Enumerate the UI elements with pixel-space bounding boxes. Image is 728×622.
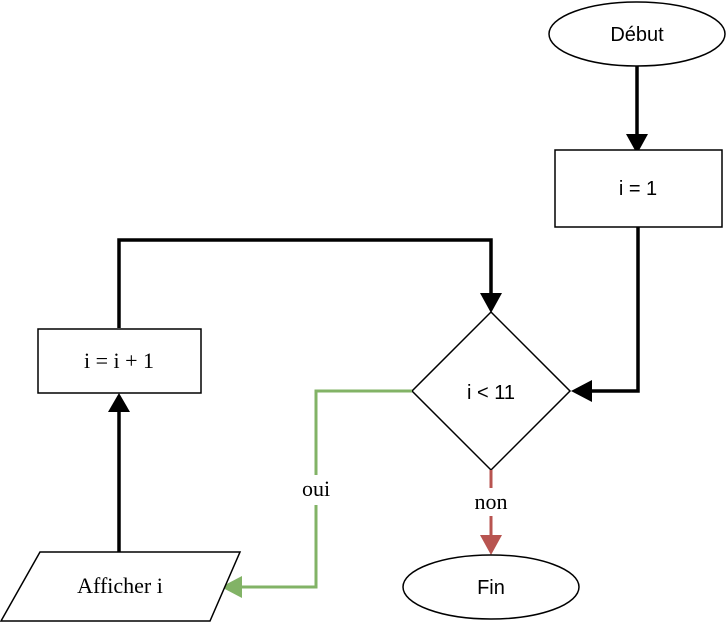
start-label: Début (610, 24, 664, 46)
arrowhead (221, 576, 242, 598)
arrowhead (626, 134, 648, 154)
edge-output-to-increment (108, 393, 130, 552)
arrowhead (571, 380, 592, 402)
init-label: i = 1 (619, 178, 657, 200)
arrowhead (480, 293, 502, 313)
end-label: Fin (477, 577, 505, 599)
output-label: Afficher i (77, 573, 163, 598)
edge-start-to-init (626, 66, 648, 154)
output-node: Afficher i (0, 551, 242, 622)
edge-init-to-condition (571, 227, 640, 402)
edge-condition-to-output-yes: oui (221, 389, 412, 598)
init-node: i = 1 (554, 149, 723, 228)
start-node: Début (548, 1, 726, 67)
arrowhead (480, 535, 502, 555)
increment-node: i = i + 1 (37, 328, 202, 394)
arrowhead (108, 393, 130, 412)
yes-edge-label: oui (302, 476, 330, 501)
condition-label: i < 11 (467, 382, 515, 404)
no-edge-label: non (475, 489, 508, 514)
condition-node: i < 11 (410, 310, 572, 472)
increment-label: i = i + 1 (84, 348, 154, 373)
edge-condition-to-end-no: non (467, 470, 515, 555)
edge-increment-to-condition (117, 238, 502, 328)
end-node: Fin (402, 554, 580, 620)
